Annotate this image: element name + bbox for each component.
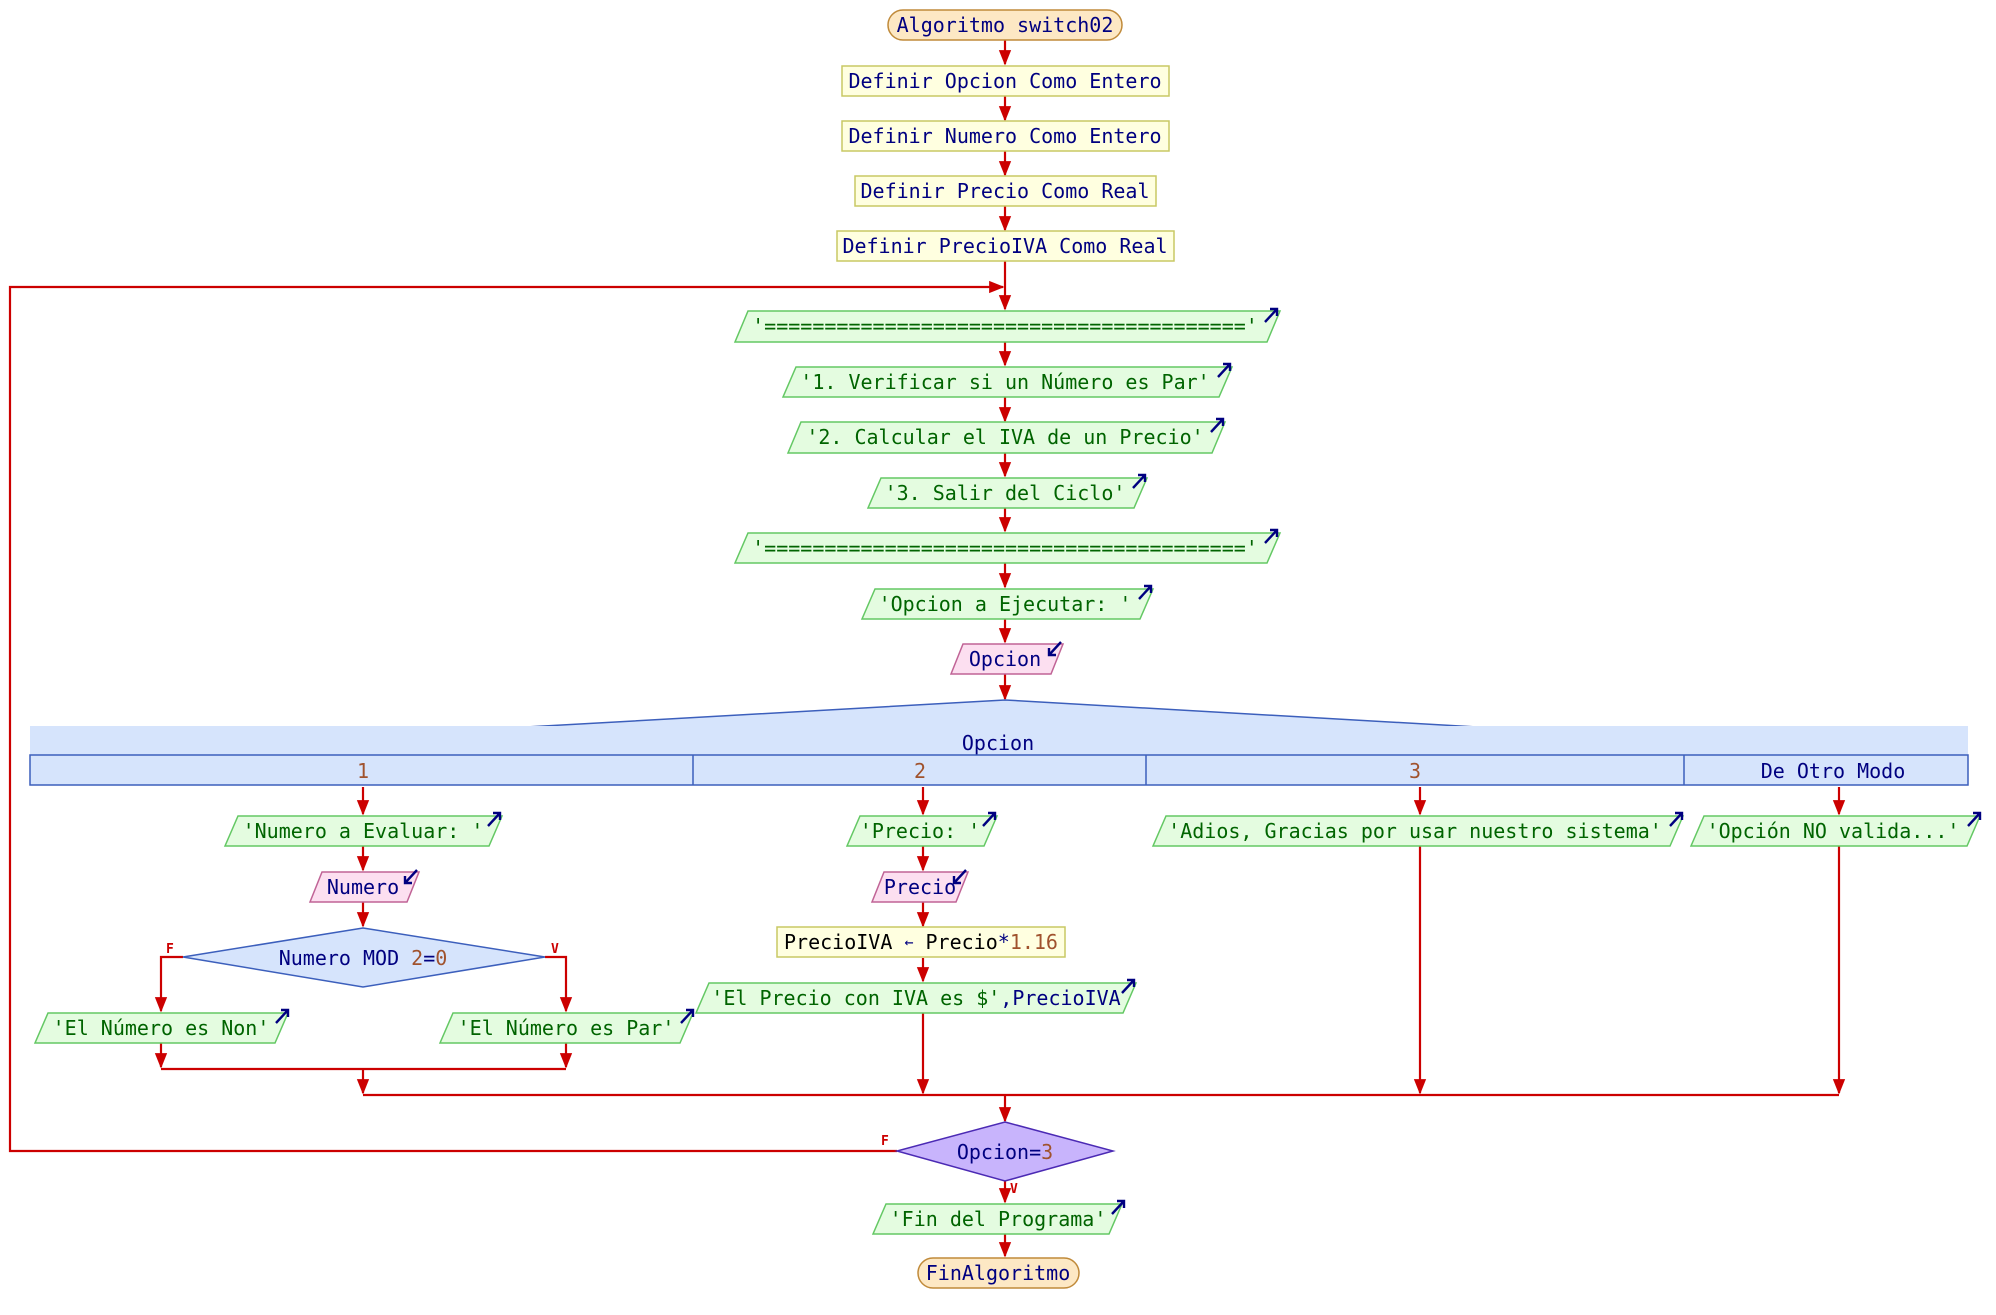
output-arrow-icon <box>982 811 997 827</box>
switch-node[interactable]: Opcion 1 2 3 De Otro Modo <box>29 699 1969 786</box>
edges <box>8 40 1846 1258</box>
input-opcion-label: Opcion <box>969 647 1041 671</box>
case2-assign-label: PrecioIVA ← Precio*1.16 <box>784 930 1058 954</box>
case2-output-prompt-label: 'Precio: ' <box>860 819 980 843</box>
input-opcion[interactable]: Opcion <box>949 641 1065 675</box>
loop-condition[interactable]: Opcion=3 F V <box>881 1121 1116 1197</box>
output-menu-3[interactable]: '3. Salir del Ciclo' <box>866 473 1149 509</box>
output-prompt[interactable]: 'Opcion a Ejecutar: ' <box>860 584 1155 620</box>
define-numero-label: Definir Numero Como Entero <box>848 124 1161 148</box>
loop-condition-true-label: V <box>1010 1182 1018 1197</box>
case1-decision-false-label: F <box>166 942 174 957</box>
case3-output-goodbye-label: 'Adios, Gracias por usar nuestro sistema… <box>1168 819 1662 843</box>
output-prompt-label: 'Opcion a Ejecutar: ' <box>879 592 1132 616</box>
case2-output-result-label: 'El Precio con IVA es $',PrecioIVA <box>711 986 1120 1010</box>
case1-input-numero[interactable]: Numero <box>308 869 421 903</box>
output-arrow-icon <box>680 1008 695 1024</box>
input-arrow-icon <box>1047 641 1062 657</box>
case2-input-precio[interactable]: Precio <box>870 869 970 903</box>
end-node-label: FinAlgoritmo <box>926 1261 1071 1285</box>
define-opcion-label: Definir Opcion Como Entero <box>848 69 1161 93</box>
output-separator-1[interactable]: '=======================================… <box>733 307 1282 343</box>
edge-if-false <box>154 955 183 1013</box>
output-arrow-icon <box>1132 473 1147 489</box>
case3-output-goodbye[interactable]: 'Adios, Gracias por usar nuestro sistema… <box>1151 811 1685 847</box>
output-arrow-icon <box>1121 978 1136 994</box>
case2-assign[interactable]: PrecioIVA ← Precio*1.16 <box>776 926 1066 958</box>
input-arrow-icon <box>403 869 418 885</box>
case1-output-prompt-label: 'Numero a Evaluar: ' <box>243 819 484 843</box>
output-arrow-icon <box>1967 811 1982 827</box>
case2-input-precio-label: Precio <box>884 875 956 899</box>
default-output-invalid-label: 'Opción NO valida...' <box>1707 819 1960 843</box>
case1-decision-label: Numero MOD 2=0 <box>279 946 448 970</box>
output-arrow-icon <box>1264 528 1279 544</box>
output-separator-2[interactable]: '=======================================… <box>733 528 1282 564</box>
output-menu-2-label: '2. Calcular el IVA de un Precio' <box>806 425 1203 449</box>
output-separator-1-label: '=======================================… <box>752 314 1258 338</box>
case1-output-non-label: 'El Número es Non' <box>53 1016 270 1040</box>
case1-output-par[interactable]: 'El Número es Par' <box>438 1008 695 1044</box>
output-menu-3-label: '3. Salir del Ciclo' <box>885 481 1126 505</box>
define-precioiva-label: Definir PrecioIVA Como Real <box>842 234 1167 258</box>
output-arrow-icon <box>487 811 502 827</box>
switch-case-default[interactable]: De Otro Modo <box>1761 759 1906 783</box>
switch-case-2[interactable]: 2 <box>914 759 926 783</box>
start-node[interactable]: Algoritmo switch02 <box>887 9 1123 41</box>
define-precio-node[interactable]: Definir Precio Como Real <box>854 175 1157 207</box>
end-node[interactable]: FinAlgoritmo <box>917 1257 1080 1289</box>
switch-case-3[interactable]: 3 <box>1409 759 1421 783</box>
edge-if-true <box>545 955 573 1013</box>
loop-condition-label: Opcion=3 <box>957 1140 1053 1164</box>
output-separator-2-label: '=======================================… <box>752 536 1258 560</box>
start-node-label: Algoritmo switch02 <box>897 13 1114 37</box>
case1-decision-true-label: V <box>551 942 559 957</box>
output-arrow-icon <box>1138 584 1153 600</box>
output-arrow-icon <box>1210 417 1225 433</box>
switch-variable-label: Opcion <box>962 731 1034 755</box>
define-precio-label: Definir Precio Como Real <box>861 179 1150 203</box>
output-end-message-label: 'Fin del Programa' <box>890 1207 1107 1231</box>
case1-output-prompt[interactable]: 'Numero a Evaluar: ' <box>223 811 504 847</box>
output-arrow-icon <box>1669 811 1684 827</box>
output-menu-1[interactable]: '1. Verificar si un Número es Par' <box>781 362 1234 398</box>
output-arrow-icon <box>275 1008 290 1024</box>
case2-output-prompt[interactable]: 'Precio: ' <box>845 811 999 847</box>
define-numero-node[interactable]: Definir Numero Como Entero <box>841 120 1170 152</box>
define-opcion-node[interactable]: Definir Opcion Como Entero <box>841 65 1170 97</box>
define-precioiva-node[interactable]: Definir PrecioIVA Como Real <box>836 230 1175 262</box>
input-arrow-icon <box>952 869 967 885</box>
output-menu-1-label: '1. Verificar si un Número es Par' <box>800 370 1209 394</box>
loop-condition-false-label: F <box>881 1134 889 1149</box>
default-output-invalid[interactable]: 'Opción NO valida...' <box>1689 811 1982 847</box>
edge-loop-back <box>8 280 1005 1153</box>
output-end-message[interactable]: 'Fin del Programa' <box>871 1199 1126 1235</box>
case1-output-non[interactable]: 'El Número es Non' <box>33 1008 290 1044</box>
case1-input-numero-label: Numero <box>327 875 399 899</box>
output-arrow-icon <box>1264 307 1279 323</box>
case1-decision[interactable]: Numero MOD 2=0 F V <box>166 927 559 988</box>
switch-case-1[interactable]: 1 <box>357 759 369 783</box>
output-arrow-icon <box>1111 1199 1126 1215</box>
output-menu-2[interactable]: '2. Calcular el IVA de un Precio' <box>786 417 1227 454</box>
output-arrow-icon <box>1217 362 1232 378</box>
case1-output-par-label: 'El Número es Par' <box>458 1016 675 1040</box>
case2-output-result[interactable]: 'El Precio con IVA es $',PrecioIVA <box>694 978 1138 1014</box>
